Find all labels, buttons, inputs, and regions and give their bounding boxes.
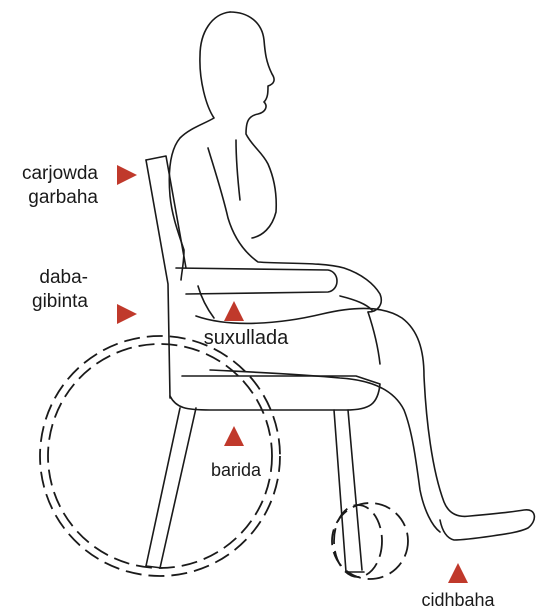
backrest-label-line2: garbaha <box>0 186 98 210</box>
front-marker <box>224 426 244 446</box>
armrest-label: daba- gibinta <box>0 266 88 314</box>
backrest-marker <box>117 165 137 185</box>
footrest-marker <box>448 563 468 583</box>
armrest-label-line1: daba- <box>0 266 88 290</box>
seat-label: suxullada <box>184 326 308 350</box>
armrest-label-line2: gibinta <box>0 290 88 314</box>
backrest-label: carjowda garbaha <box>0 162 98 210</box>
footrest-label: cidhbaha <box>402 588 514 612</box>
seat-marker <box>224 301 244 321</box>
front-label: barida <box>196 458 276 482</box>
armrest-marker <box>117 304 137 324</box>
backrest-label-line1: carjowda <box>0 162 98 186</box>
rear-wheel-inner <box>48 344 272 568</box>
